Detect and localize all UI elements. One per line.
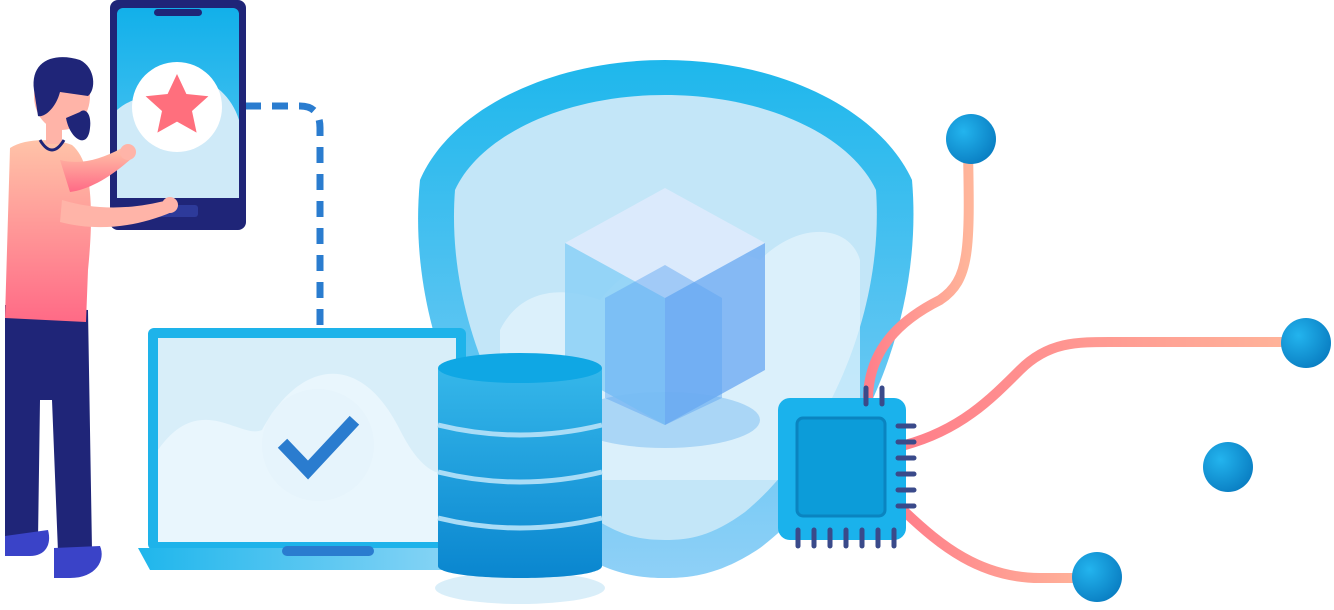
network-node-icon — [1203, 442, 1253, 492]
network-node-icon — [1072, 552, 1122, 602]
circuit-wires — [863, 145, 1305, 583]
network-node-icon — [1281, 318, 1331, 368]
dashed-connector — [245, 102, 324, 330]
network-nodes — [946, 114, 1331, 602]
network-node-icon — [946, 114, 996, 164]
person-icon — [5, 57, 178, 578]
cube-icon — [565, 188, 765, 448]
star-icon — [132, 62, 222, 152]
database-icon — [435, 353, 605, 604]
chip-icon — [778, 385, 917, 549]
checkmark-icon — [262, 389, 374, 501]
